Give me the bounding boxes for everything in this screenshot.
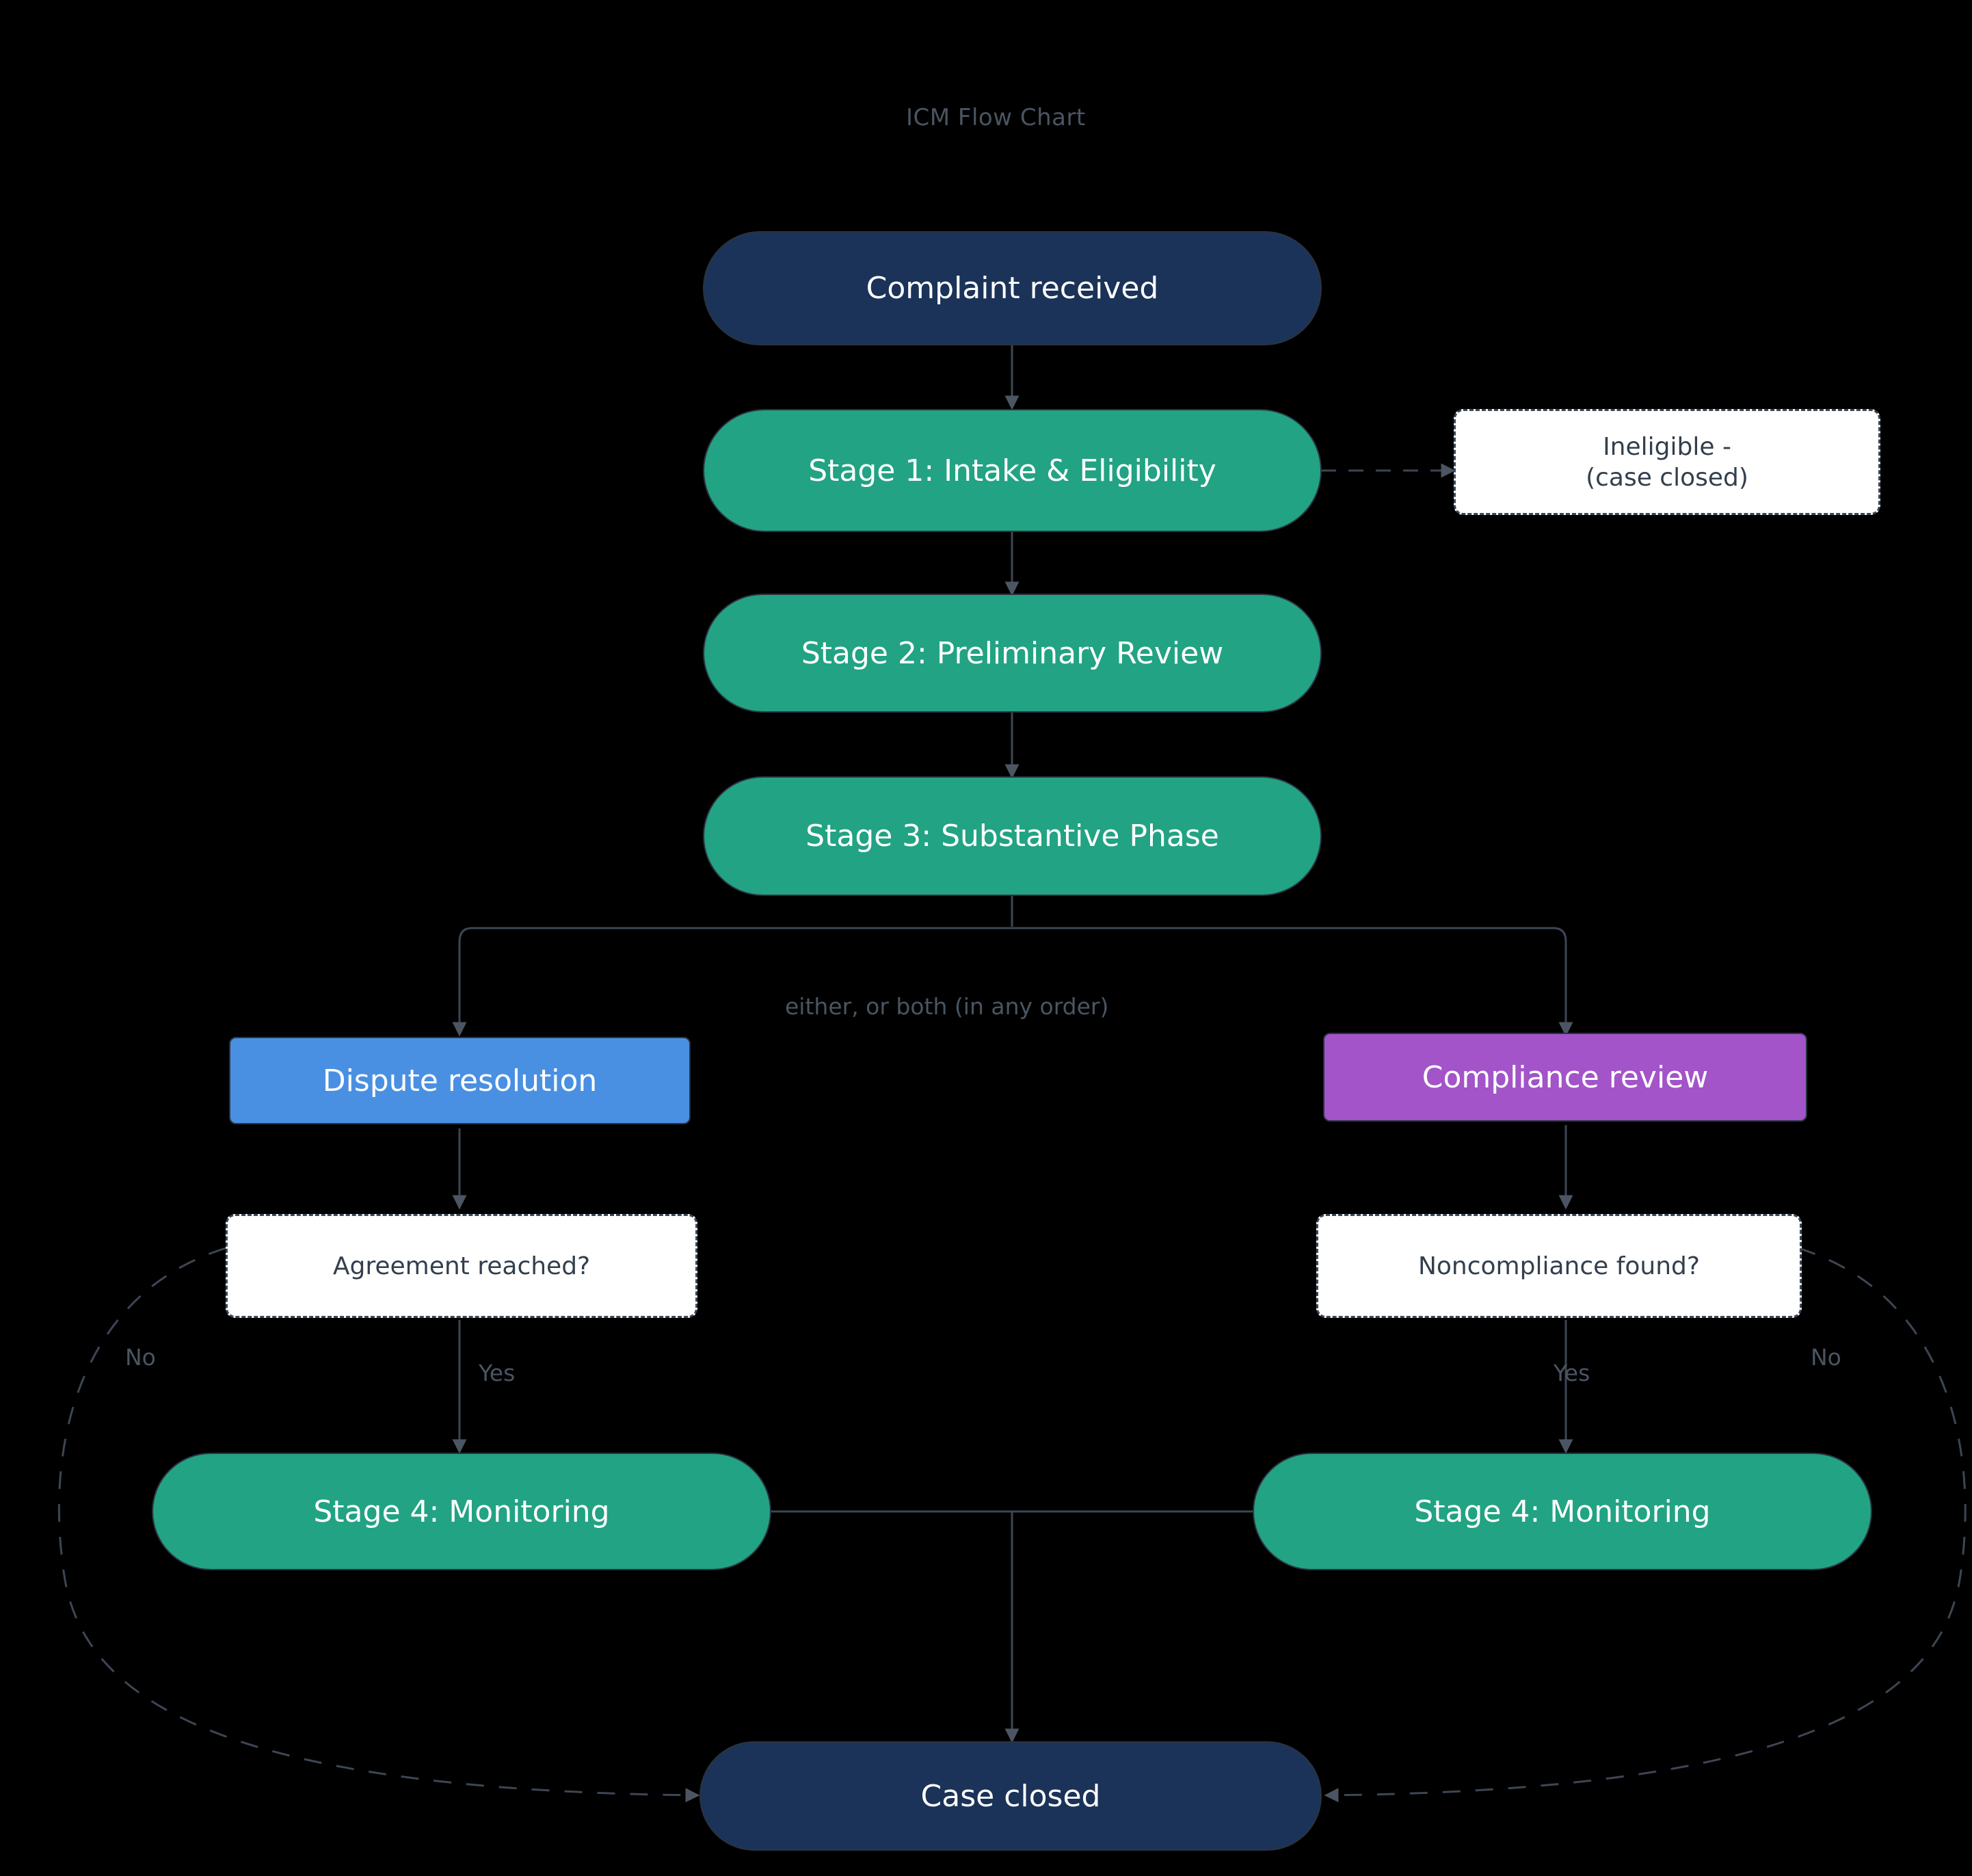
node-case-closed[interactable]: Case closed (699, 1741, 1322, 1851)
node-stage-3-substantive-phase[interactable]: Stage 3: Substantive Phase (703, 776, 1322, 896)
node-dispute-resolution[interactable]: Dispute resolution (229, 1037, 691, 1124)
node-stage-4-monitoring-left[interactable]: Stage 4: Monitoring (152, 1453, 771, 1570)
node-noncompliance-found-decision[interactable]: Noncompliance found? (1316, 1214, 1802, 1318)
edge-label-right-yes: Yes (1554, 1360, 1590, 1386)
node-stage-1-intake-eligibility[interactable]: Stage 1: Intake & Eligibility (703, 409, 1322, 532)
node-compliance-review[interactable]: Compliance review (1323, 1033, 1807, 1122)
node-stage-2-preliminary-review[interactable]: Stage 2: Preliminary Review (703, 594, 1322, 713)
node-stage-4-monitoring-right[interactable]: Stage 4: Monitoring (1253, 1453, 1872, 1570)
edge-label-right-no: No (1811, 1344, 1841, 1371)
node-complaint-received[interactable]: Complaint received (703, 231, 1322, 345)
node-ineligible-case-closed[interactable]: Ineligible - (case closed) (1454, 409, 1880, 515)
chart-title: ICM Flow Chart (906, 104, 1086, 131)
edge-label-branch-split: either, or both (in any order) (785, 993, 1109, 1020)
node-agreement-reached-decision[interactable]: Agreement reached? (226, 1214, 697, 1318)
edge-label-left-yes: Yes (479, 1360, 516, 1386)
edge-label-left-no: No (125, 1344, 156, 1371)
